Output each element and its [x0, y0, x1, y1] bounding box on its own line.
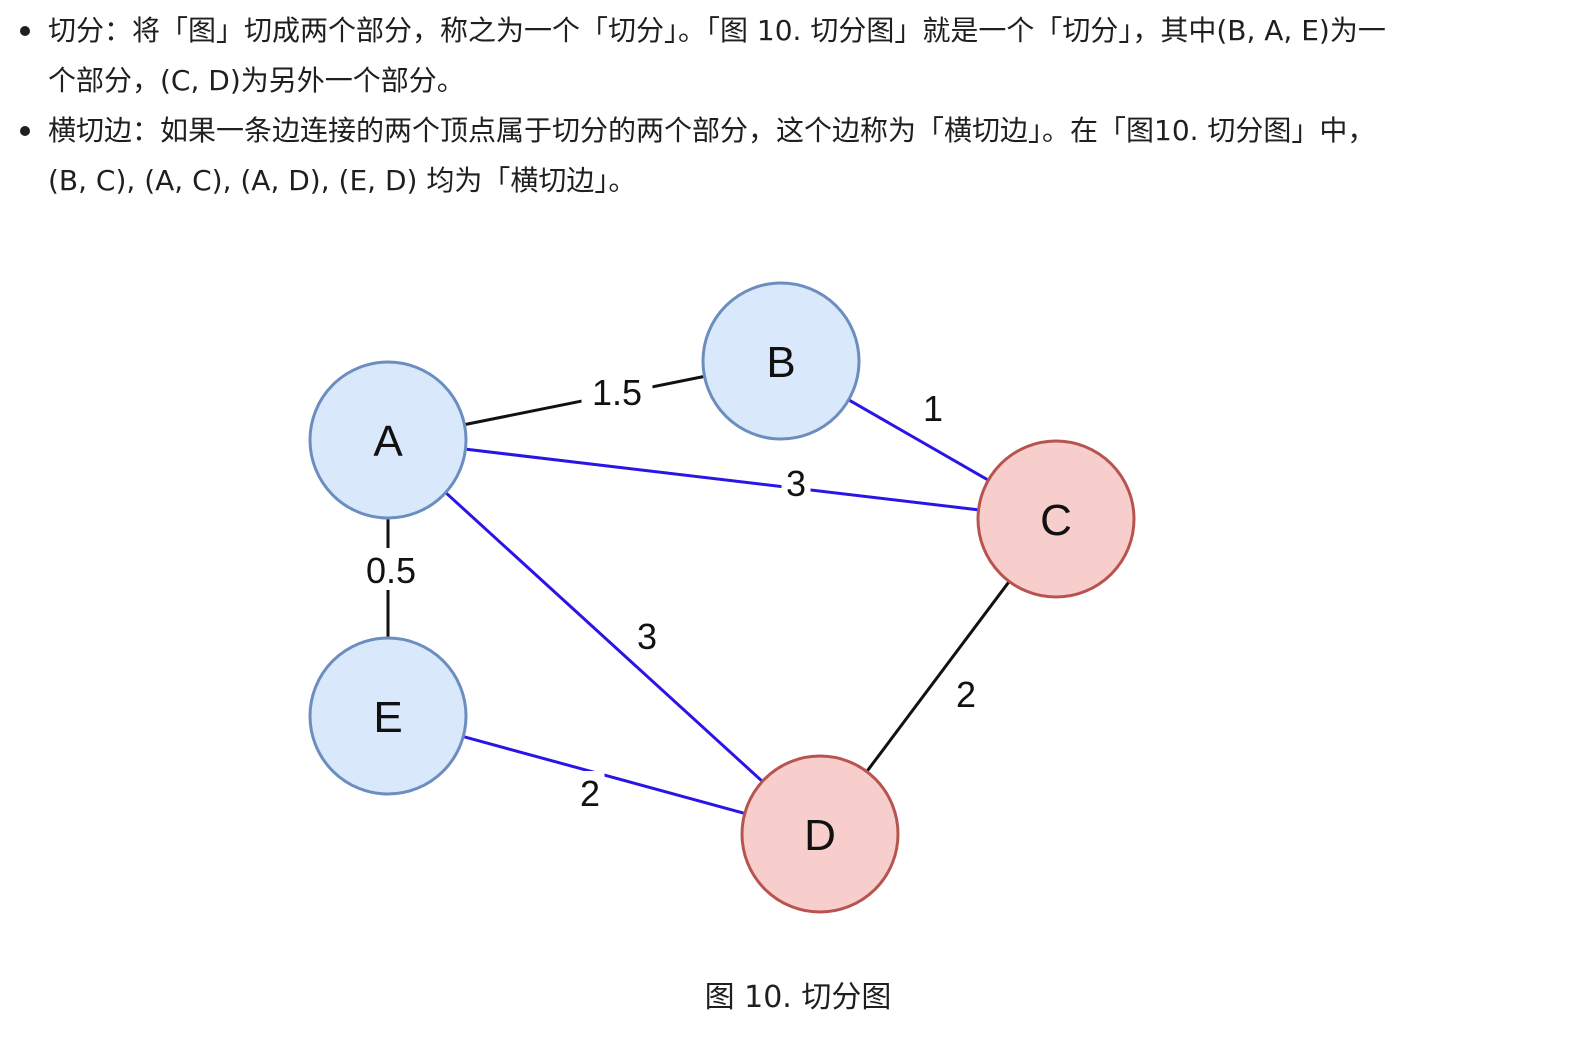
edge-weight-label-a-e: 0.5: [366, 550, 416, 591]
edge-label-background: [575, 771, 605, 813]
node-a: [308, 360, 468, 520]
edge-weight-label-a-b: 1.5: [592, 372, 642, 413]
bullet-text-line: (B, C), (A, C), (A, D), (E, D) 均为「横切边」。: [48, 164, 637, 197]
node-d: [740, 754, 900, 914]
edge-label-background: [632, 614, 662, 656]
edge-weight-label-b-c: 1: [923, 388, 943, 429]
bullet-dot-icon: [20, 26, 30, 36]
nodes-layer: A B C D E: [308, 281, 1136, 914]
edge-a-d: [444, 491, 764, 783]
node-e: [308, 636, 468, 796]
edge-label-background: [918, 386, 948, 428]
node-label-b: B: [766, 338, 795, 387]
edge-label-background: [781, 461, 811, 503]
node-label-a: A: [373, 417, 403, 466]
edge-weight-label-e-d: 2: [580, 773, 600, 814]
figure-caption: 图 10. 切分图: [704, 980, 892, 1015]
edge-label-background: [355, 548, 427, 590]
edge-weight-label-a-d: 3: [637, 616, 657, 657]
edges-layer: 1.5 1 3 3 0.5 2 2: [355, 370, 1011, 815]
node-label-c: C: [1040, 496, 1072, 545]
node-label-e: E: [373, 693, 402, 742]
bullet-item-crossing-edge: 横切边：如果一条边连接的两个顶点属于切分的两个部分，这个边称为「横切边」。在「图…: [0, 106, 1580, 206]
bullet-list: 切分：将「图」切成两个部分，称之为一个「切分」。「图 10. 切分图」就是一个「…: [0, 6, 1580, 206]
node-label-d: D: [804, 811, 836, 860]
node-c: [976, 439, 1136, 599]
edge-c-d: [865, 580, 1011, 773]
edge-weight-label-a-c: 3: [786, 463, 806, 504]
edge-label-background: [951, 672, 981, 714]
edge-b-c: [847, 398, 990, 482]
bullet-text-line: 切分：将「图」切成两个部分，称之为一个「切分」。「图 10. 切分图」就是一个「…: [48, 14, 1386, 47]
bullet-dot-icon: [20, 126, 30, 136]
bullet-item-cut: 切分：将「图」切成两个部分，称之为一个「切分」。「图 10. 切分图」就是一个「…: [0, 6, 1580, 106]
edge-weight-label-c-d: 2: [956, 674, 976, 715]
node-b: [701, 281, 861, 441]
edge-a-c: [465, 447, 979, 512]
edge-label-background: [581, 370, 653, 412]
bullet-text-line: 横切边：如果一条边连接的两个顶点属于切分的两个部分，这个边称为「横切边」。在「图…: [48, 114, 1376, 147]
bullet-text-line: 个部分，(C, D)为另外一个部分。: [48, 64, 465, 97]
